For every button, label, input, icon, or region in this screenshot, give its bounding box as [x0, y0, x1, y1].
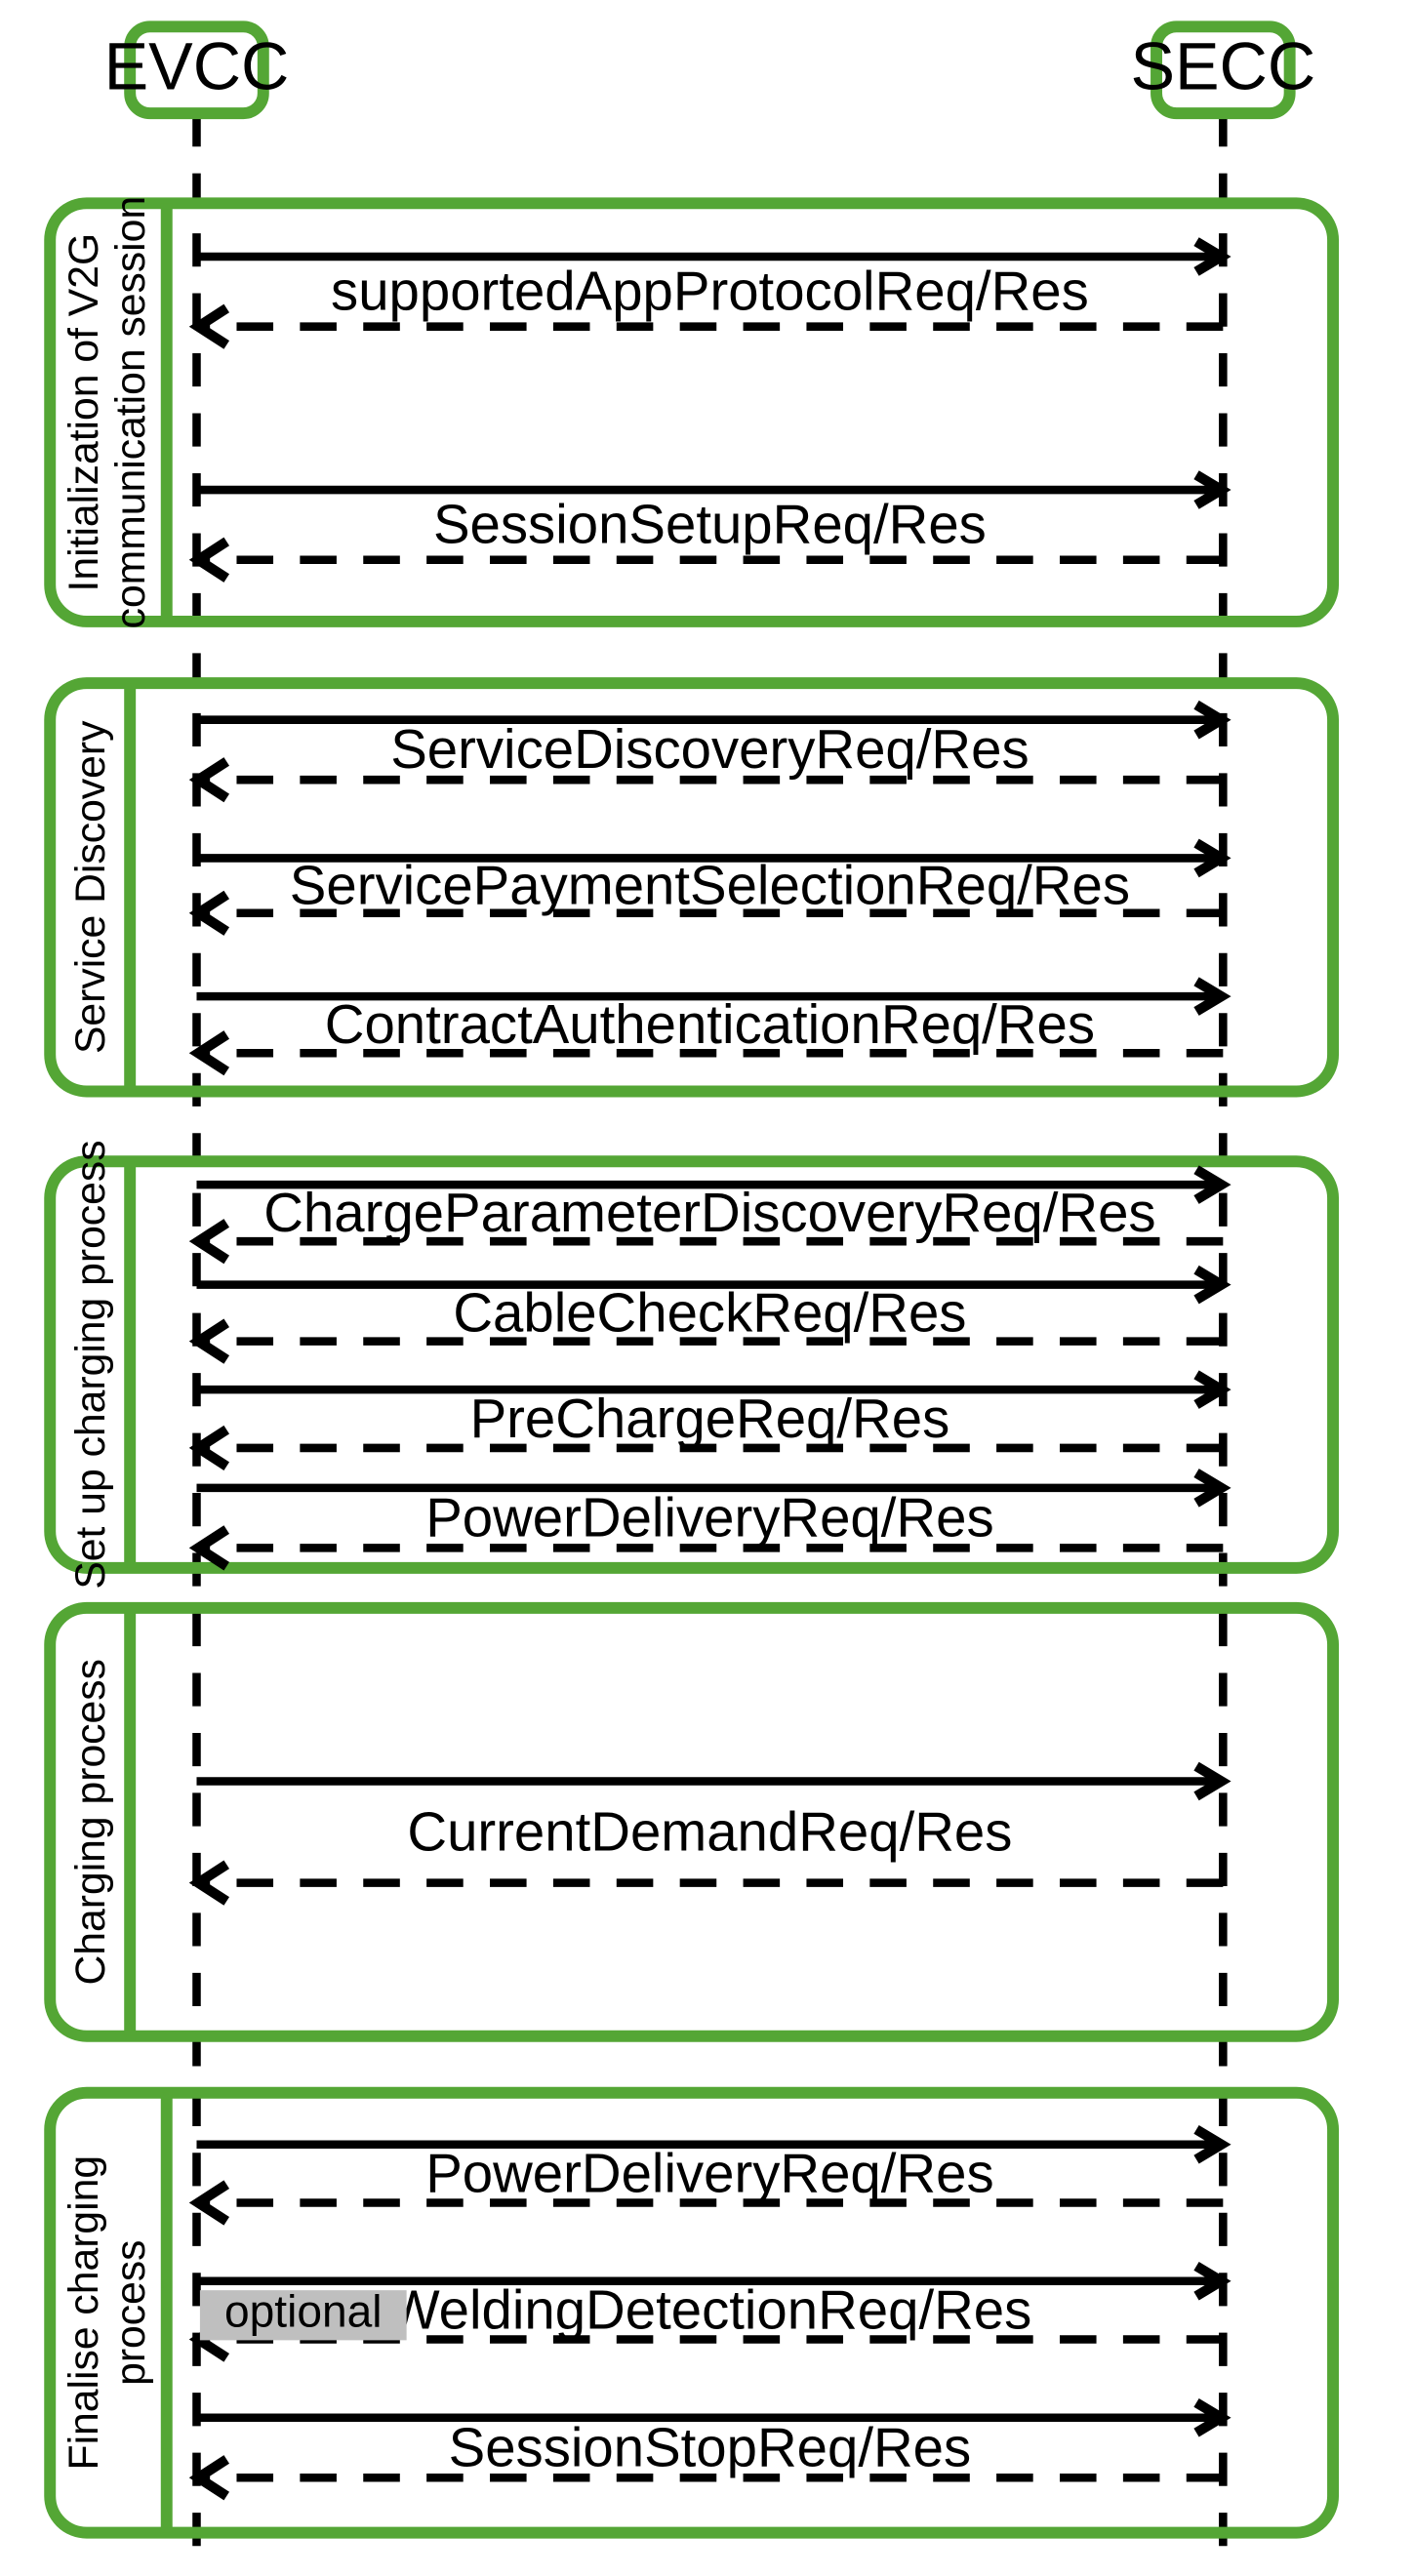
message-finalise-charging-0-request-arrowhead-icon	[1193, 2124, 1231, 2164]
group-box-init	[44, 197, 1340, 627]
message-finalise-charging-2-response-arrowhead-icon	[188, 2455, 230, 2501]
message-setup-charging-1-label: CableCheckReq/Res	[453, 1281, 966, 1343]
message-service-discovery-1-response-arrowhead-icon	[188, 890, 230, 936]
message-service-discovery-2-request-arrowhead-icon	[1193, 977, 1231, 1016]
group-label-finalise-charging: Finalise charging	[61, 2155, 107, 2471]
message-init-0-request-arrowhead-icon	[1193, 237, 1231, 276]
message-setup-charging-0-request-arrowhead-icon	[1193, 1165, 1231, 1204]
message-init-0-response-arrowhead-icon	[188, 303, 230, 349]
message-finalise-charging-1-request-arrowhead-icon	[1193, 2261, 1231, 2301]
group-label-init: Initialization of V2G	[61, 233, 107, 592]
group-label-finalise-charging: process	[107, 2239, 154, 2385]
message-finalise-charging-2-label: SessionStopReq/Res	[449, 2416, 972, 2477]
message-charging-0-label: CurrentDemandReq/Res	[407, 1800, 1012, 1862]
group-label-setup-charging: Set up charging process	[67, 1140, 114, 1589]
message-service-discovery-0-request-arrowhead-icon	[1193, 700, 1231, 740]
message-setup-charging-3-response-arrowhead-icon	[188, 1525, 230, 1571]
message-setup-charging-1-response-arrowhead-icon	[188, 1318, 230, 1364]
message-setup-charging-2-response-arrowhead-icon	[188, 1425, 230, 1471]
group-box-finalise-charging	[44, 2086, 1340, 2539]
message-setup-charging-0-response-arrowhead-icon	[188, 1219, 230, 1265]
actor-label-evcc: EVCC	[104, 29, 290, 103]
message-charging-0-request-arrowhead-icon	[1193, 1761, 1231, 1801]
group-label-service-discovery: Service Discovery	[67, 720, 114, 1054]
actors-layer: EVCC SECC	[104, 20, 1315, 120]
message-service-discovery-2-response-arrowhead-icon	[188, 1030, 230, 1076]
message-init-1-request-arrowhead-icon	[1193, 470, 1231, 509]
actor-label-secc: SECC	[1130, 29, 1315, 103]
message-finalise-charging-1-label: WeldingDetectionReq/Res	[388, 2278, 1032, 2340]
message-finalise-charging-1-optional-badge-background	[199, 2290, 407, 2341]
message-setup-charging-0-label: ChargeParameterDiscoveryReq/Res	[263, 1182, 1155, 1243]
message-finalise-charging-1-optional-badge: optional	[224, 2286, 382, 2337]
message-setup-charging-2-request-arrowhead-icon	[1193, 1370, 1231, 1409]
group-box-service-discovery	[44, 677, 1340, 1098]
message-finalise-charging-2-request-arrowhead-icon	[1193, 2398, 1231, 2437]
message-setup-charging-3-request-arrowhead-icon	[1193, 1469, 1231, 1508]
message-service-discovery-0-label: ServiceDiscoveryReq/Res	[390, 718, 1029, 780]
actor-box-secc[interactable]	[1151, 20, 1296, 120]
group-label-charging: Charging process	[67, 1659, 114, 1985]
message-service-discovery-1-label: ServicePaymentSelectionReq/Res	[290, 854, 1130, 915]
message-init-0-label: supportedAppProtocolReq/Res	[331, 261, 1089, 322]
message-finalise-charging-0-response-arrowhead-icon	[188, 2180, 230, 2226]
message-charging-0-response-arrowhead-icon	[188, 1860, 230, 1906]
group-label-init: communication session	[107, 196, 154, 629]
message-setup-charging-1-request-arrowhead-icon	[1193, 1265, 1231, 1305]
message-service-discovery-0-response-arrowhead-icon	[188, 757, 230, 803]
message-service-discovery-1-request-arrowhead-icon	[1193, 838, 1231, 878]
message-init-1-label: SessionSetupReq/Res	[433, 494, 987, 555]
messages-layer: supportedAppProtocolReq/ResSessionSetupR…	[188, 237, 1231, 2501]
message-service-discovery-2-label: ContractAuthenticationReq/Res	[325, 993, 1095, 1055]
message-setup-charging-2-label: PreChargeReq/Res	[470, 1388, 950, 1449]
message-init-1-response-arrowhead-icon	[188, 537, 230, 583]
group-box-setup-charging	[44, 1155, 1340, 1574]
lifelines-layer	[192, 113, 1228, 2550]
message-setup-charging-3-label: PowerDeliveryReq/Res	[425, 1486, 993, 1548]
message-finalise-charging-0-label: PowerDeliveryReq/Res	[425, 2142, 993, 2203]
group-box-charging	[44, 1601, 1340, 2042]
actor-box-evcc[interactable]	[124, 20, 269, 120]
